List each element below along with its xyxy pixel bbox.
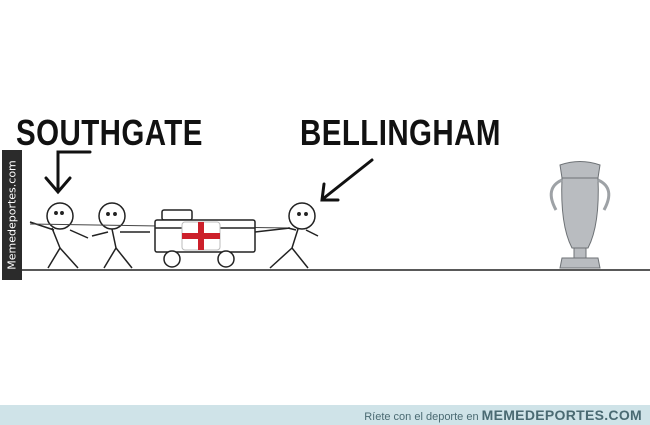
footer-text: Ríete con el deporte en MEMEDEPORTES.COM xyxy=(364,407,642,423)
southgate-label: SOUTHGATE xyxy=(16,112,203,153)
southgate-arrow xyxy=(44,150,92,195)
england-flag xyxy=(181,221,221,251)
footer-bar: Ríete con el deporte en MEMEDEPORTES.COM xyxy=(0,405,650,425)
stick-figure-bellingham xyxy=(269,202,319,269)
stick-figure-southgate xyxy=(29,202,89,269)
footer-brand-link[interactable]: MEMEDEPORTES.COM xyxy=(481,407,642,423)
bellingham-label: BELLINGHAM xyxy=(300,112,501,153)
wagon xyxy=(154,209,291,268)
bellingham-arrow xyxy=(320,158,374,202)
watermark-text: Memedeportes.com xyxy=(5,160,19,270)
stick-figure-middle xyxy=(91,202,150,269)
watermark: Memedeportes.com xyxy=(2,150,22,280)
trophy-icon xyxy=(549,161,611,269)
footer-tagline: Ríete con el deporte en xyxy=(364,411,479,423)
